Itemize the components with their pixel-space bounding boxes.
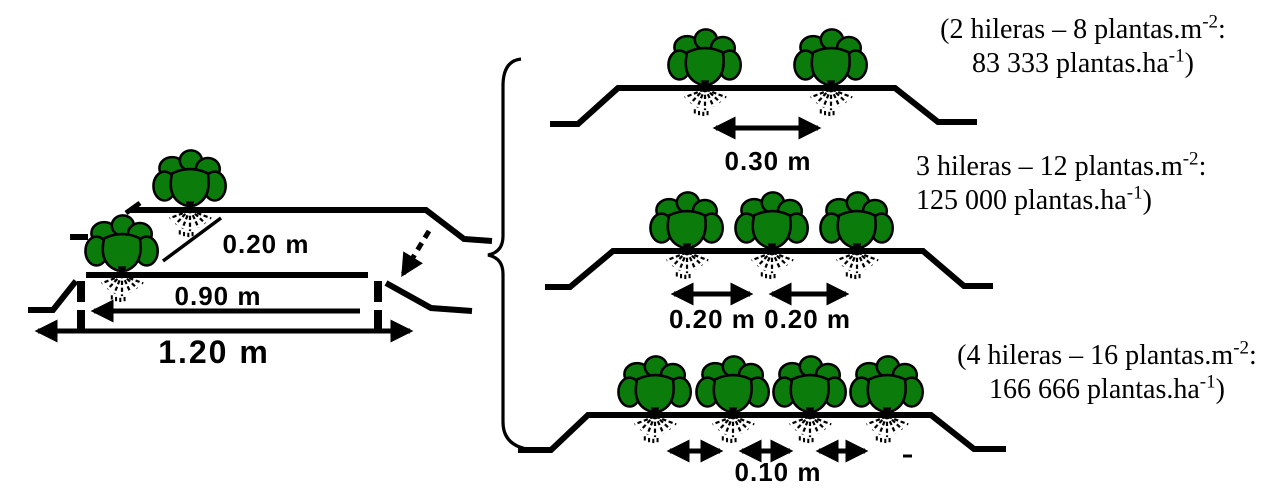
left-bed-right-shoulder (384, 280, 473, 314)
plant-icon (819, 191, 894, 281)
note-4-rows: (4 hileras – 16 plantas.m-2: 166 666 pla… (928, 339, 1286, 407)
note-line-1: (2 hileras – 8 plantas.m-2: (940, 11, 1226, 45)
bed-corner-pointer-arrow (400, 229, 432, 277)
plant-icon (734, 191, 809, 281)
spacing-label-4-rows: 0.10 m (734, 457, 822, 487)
plant-icon (667, 28, 742, 118)
plant-icon (793, 28, 868, 118)
note-3-rows: 3 hileras – 12 plantas.m-2: 125 000 plan… (916, 150, 1286, 218)
spacing-label-2-rows: 0.30 m (724, 146, 812, 176)
note-line-1: 3 hileras – 12 plantas.m-2: (916, 148, 1207, 182)
bed-outline (518, 412, 1006, 453)
plant-icon (772, 355, 847, 445)
left-bed-left-shoulder (28, 279, 79, 313)
bed-total-width-label: 1.20 m (158, 334, 270, 370)
bed-outline (545, 248, 993, 290)
plant-icon (695, 355, 770, 445)
bed-cross-section-3-rows (545, 191, 993, 306)
bed-cross-section-2-rows (550, 28, 977, 140)
plant-icon (849, 355, 924, 445)
note-line-2: 83 333 plantas.ha-1) (972, 45, 1194, 79)
note-line-1: (4 hileras – 16 plantas.m-2: (957, 337, 1257, 371)
note-2-rows: (2 hileras – 8 plantas.m-2: 83 333 plant… (880, 13, 1286, 81)
left-bed-back-row-tick (124, 200, 142, 216)
left-bed-diagram (28, 149, 493, 343)
left-bed-row-spacing-line (161, 216, 223, 263)
curly-brace (487, 57, 534, 452)
plant-icon (617, 355, 692, 445)
row-spacing-label: 0.20 m (222, 229, 310, 259)
left-bed-back-row-line (130, 207, 493, 244)
bed-top-width-label: 0.90 m (174, 281, 262, 311)
note-line-2: 125 000 plantas.ha-1) (916, 182, 1152, 216)
plant-icon (84, 214, 159, 304)
spacing-label-3-rows: 0.20 m 0.20 m (668, 304, 852, 334)
bed-outline (550, 85, 977, 127)
note-line-2: 166 666 plantas.ha-1) (989, 371, 1225, 405)
bed-cross-section-4-rows (518, 355, 1006, 463)
plant-icon (649, 191, 724, 281)
